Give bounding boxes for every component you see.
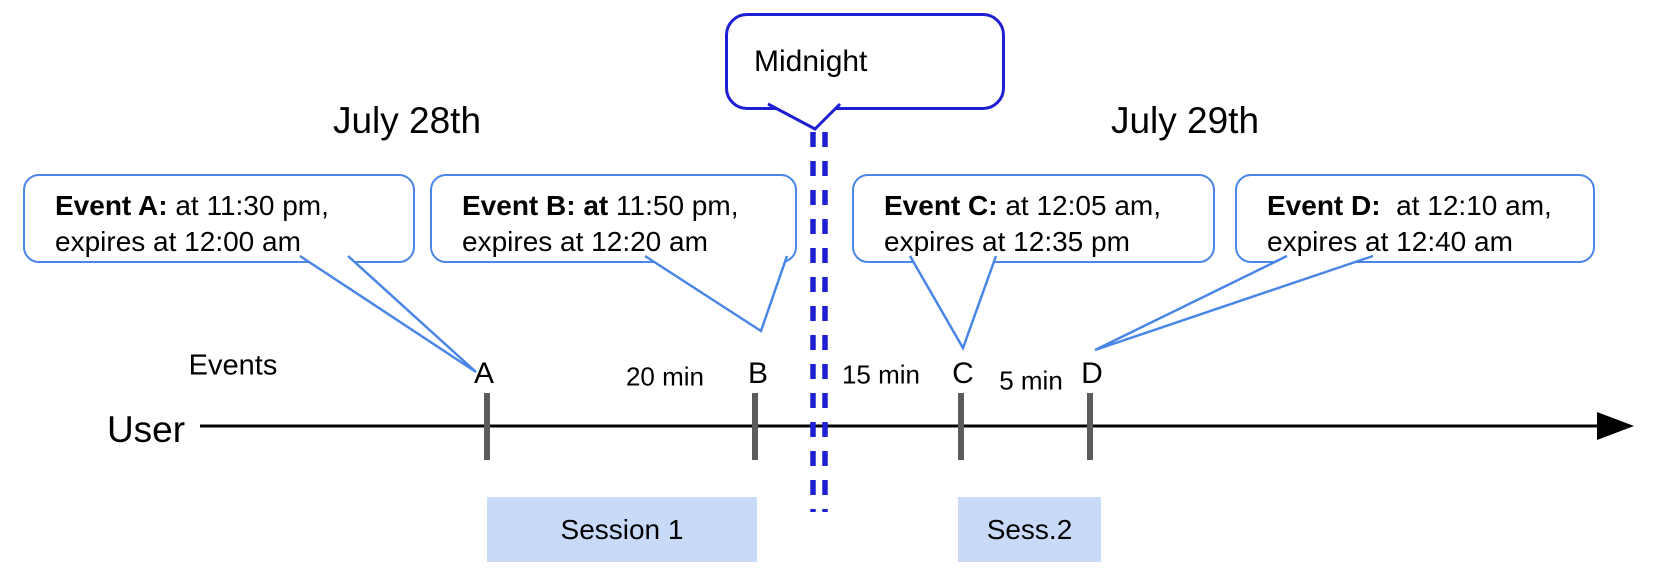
- tick-label-a: A: [473, 357, 495, 390]
- event-d-line1: Event D: at 12:10 am,: [1267, 188, 1583, 224]
- tick-label-d: D: [1081, 357, 1103, 390]
- event-d-callout: Event D: at 12:10 am, expires at 12:40 a…: [1235, 174, 1595, 263]
- tick-label-b: B: [747, 357, 769, 390]
- event-a-expiry: expires at 12:00 am: [55, 226, 301, 257]
- event-d-time: at 12:10 am,: [1380, 190, 1552, 221]
- session-2-box: Sess.2: [958, 497, 1101, 562]
- event-a-title: Event A:: [55, 190, 168, 221]
- date-july-28: July 28th: [332, 100, 482, 141]
- gap-label-15min: 15 min: [841, 359, 921, 390]
- event-a-callout: Event A: at 11:30 pm, expires at 12:00 a…: [23, 174, 415, 263]
- event-c-expiry: expires at 12:35 pm: [884, 226, 1130, 257]
- event-c-time: at 12:05 am,: [997, 190, 1162, 221]
- event-c-line1: Event C: at 12:05 am,: [884, 188, 1203, 224]
- event-c-callout: Event C: at 12:05 am, expires at 12:35 p…: [852, 174, 1215, 263]
- tick-label-c: C: [952, 357, 974, 390]
- date-july-29: July 29th: [1110, 100, 1260, 141]
- event-d-title: Event D:: [1267, 190, 1381, 221]
- event-b-line1: Event B: at 11:50 pm,: [462, 188, 785, 224]
- event-d-expiry: expires at 12:40 am: [1267, 226, 1513, 257]
- user-label: User: [106, 409, 186, 450]
- event-b-title: Event B: at: [462, 190, 609, 221]
- event-b-callout: Event B: at 11:50 pm, expires at 12:20 a…: [430, 174, 797, 263]
- event-b-expiry: expires at 12:20 am: [462, 226, 708, 257]
- events-label: Events: [188, 349, 278, 382]
- gap-label-5min: 5 min: [999, 365, 1063, 396]
- event-b-time: 11:50 pm,: [608, 190, 739, 221]
- event-c-title: Event C:: [884, 190, 998, 221]
- midnight-callout-label: Midnight: [754, 44, 868, 78]
- gap-label-20min: 20 min: [625, 361, 705, 392]
- midnight-callout: Midnight: [725, 13, 1005, 110]
- event-a-line1: Event A: at 11:30 pm,: [55, 188, 403, 224]
- session-1-label: Session 1: [560, 513, 684, 545]
- session-2-label: Sess.2: [986, 513, 1073, 545]
- session-1-box: Session 1: [487, 497, 757, 562]
- event-a-time: at 11:30 pm,: [167, 190, 329, 221]
- timeline-arrowhead-icon: [1597, 412, 1634, 440]
